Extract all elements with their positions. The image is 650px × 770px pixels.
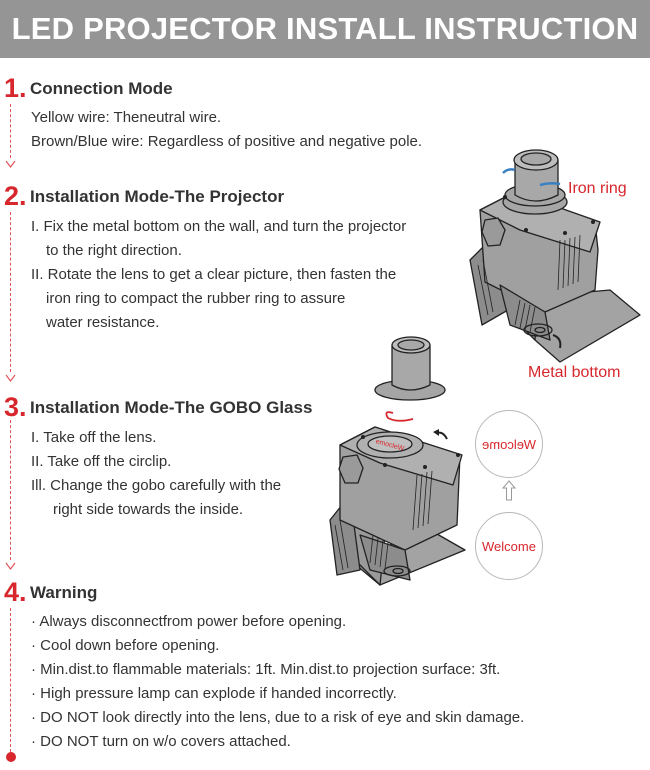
timeline-connector xyxy=(10,104,11,158)
step-number: 3. xyxy=(4,392,27,422)
warning-item: · High pressure lamp can explode if hand… xyxy=(31,685,397,703)
iron-ring-label: Iron ring xyxy=(568,180,627,197)
timeline-connector xyxy=(10,420,11,560)
warning-item: · DO NOT look directly into the lens, du… xyxy=(31,709,524,727)
step-text: Ill. Change the gobo carefully with the xyxy=(31,477,282,494)
warning-item: · DO NOT turn on w/o covers attached. xyxy=(31,733,291,751)
warning-text: Min.dist.to flammable materials: 1ft. Mi… xyxy=(40,661,501,678)
bullet: · xyxy=(31,685,36,702)
timeline-connector xyxy=(10,608,11,752)
step-text: right side towards the inside. xyxy=(53,501,244,518)
timeline-end-dot xyxy=(6,752,16,762)
bullet: · xyxy=(31,733,36,750)
arrow-down-icon xyxy=(5,562,16,570)
bullet: · xyxy=(31,661,36,678)
step-text: iron ring to compact the rubber ring to … xyxy=(46,290,346,307)
arrow-up-icon xyxy=(502,480,516,501)
step-text: I. Take off the lens. xyxy=(31,429,157,446)
warning-text: DO NOT look directly into the lens, due … xyxy=(40,709,525,726)
gobo-normal-welcome: Welcome xyxy=(475,512,543,580)
projector-illustration xyxy=(469,149,641,363)
warning-text: Cool down before opening. xyxy=(40,637,220,654)
step-title: Installation Mode-The GOBO Glass xyxy=(30,398,313,417)
step-text: II. Rotate the lens to get a clear pictu… xyxy=(31,266,397,283)
step-title: Installation Mode-The Projector xyxy=(30,187,285,206)
step-number: 1. xyxy=(4,73,27,103)
warning-item: · Cool down before opening. xyxy=(31,637,219,655)
step-title: Warning xyxy=(30,583,98,602)
arrow-down-icon xyxy=(5,160,16,168)
gobo-mirrored-text: Welcome xyxy=(482,436,536,452)
warning-text: Always disconnectfrom power before openi… xyxy=(39,613,347,630)
step-number: 4. xyxy=(4,577,27,607)
step-text: to the right direction. xyxy=(46,242,182,259)
timeline-connector xyxy=(10,212,11,372)
warning-item: · Always disconnectfrom power before ope… xyxy=(31,613,346,631)
warning-text: DO NOT turn on w/o covers attached. xyxy=(40,733,291,750)
warning-item: · Min.dist.to flammable materials: 1ft. … xyxy=(31,661,500,679)
step-number: 2. xyxy=(4,181,27,211)
title-banner: LED PROJECTOR INSTALL INSTRUCTION xyxy=(0,0,650,58)
page-title: LED PROJECTOR INSTALL INSTRUCTION xyxy=(11,11,639,46)
metal-bottom-label: Metal bottom xyxy=(528,364,621,381)
step-text: II. Take off the circlip. xyxy=(31,453,172,470)
gobo-normal-text: Welcome xyxy=(482,538,536,554)
step-text: Yellow wire: Theneutral wire. xyxy=(31,109,222,126)
arrow-down-icon xyxy=(5,374,16,382)
bullet: · xyxy=(31,637,36,654)
gobo-projector-illustration: emocleW xyxy=(329,336,466,586)
step-text: I. Fix the metal bottom on the wall, and… xyxy=(31,218,407,235)
step-text: water resistance. xyxy=(46,314,160,331)
bullet: · xyxy=(31,709,36,726)
step-title: Connection Mode xyxy=(30,79,173,98)
bullet: · xyxy=(31,613,36,630)
gobo-mirrored-welcome: Welcome xyxy=(475,410,543,478)
step-text: Brown/Blue wire: Regardless of positive … xyxy=(31,133,423,150)
warning-text: High pressure lamp can explode if handed… xyxy=(40,685,397,702)
